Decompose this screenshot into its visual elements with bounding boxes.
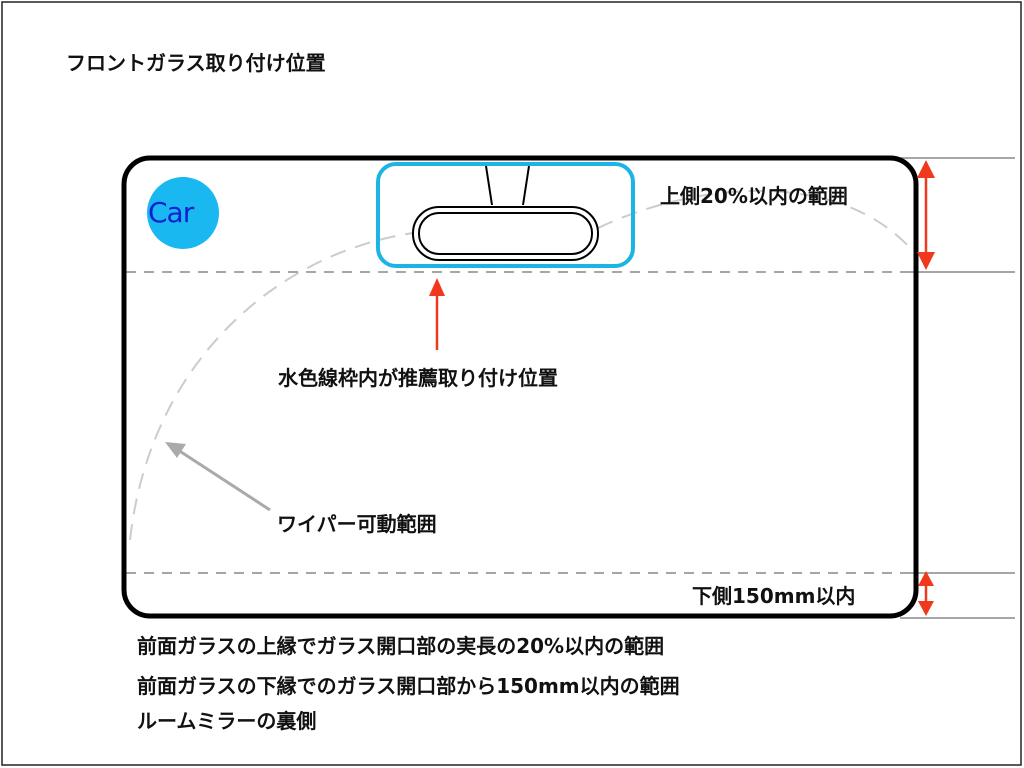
- wiper-pointer-arrow: [165, 442, 271, 512]
- recommended-label: 水色線枠内が推薦取り付け位置: [278, 366, 558, 390]
- bottom-range-arrow: [918, 571, 934, 616]
- bottom-range-label: 下側150mm以内: [692, 584, 856, 608]
- mirror-stay-right: [522, 165, 530, 206]
- windshield-outline: [121, 155, 919, 619]
- rear-view-mirror-inner: [418, 212, 593, 255]
- top-range-arrow: [917, 160, 935, 270]
- car-badge-label: Car: [148, 196, 194, 229]
- wiper-arc-right: [597, 189, 913, 251]
- note-1: 前面ガラスの上縁でガラス開口部の実長の20%以内の範囲: [137, 634, 665, 658]
- diagram-title: フロントガラス取り付け位置: [66, 51, 326, 75]
- recommended-area-box: [376, 162, 635, 268]
- wiper-label: ワイパー可動範囲: [277, 512, 437, 536]
- top-range-label: 上側20%以内の範囲: [660, 184, 848, 208]
- note-2: 前面ガラスの下縁でのガラス開口部から150mm以内の範囲: [137, 674, 680, 698]
- mirror-stay-left: [485, 165, 493, 206]
- note-3: ルームミラーの裏側: [137, 709, 317, 733]
- car-badge: [147, 177, 219, 249]
- recommended-pointer-arrow: [429, 278, 445, 350]
- wiper-arc-left: [129, 231, 421, 541]
- rear-view-mirror-icon: [412, 206, 599, 261]
